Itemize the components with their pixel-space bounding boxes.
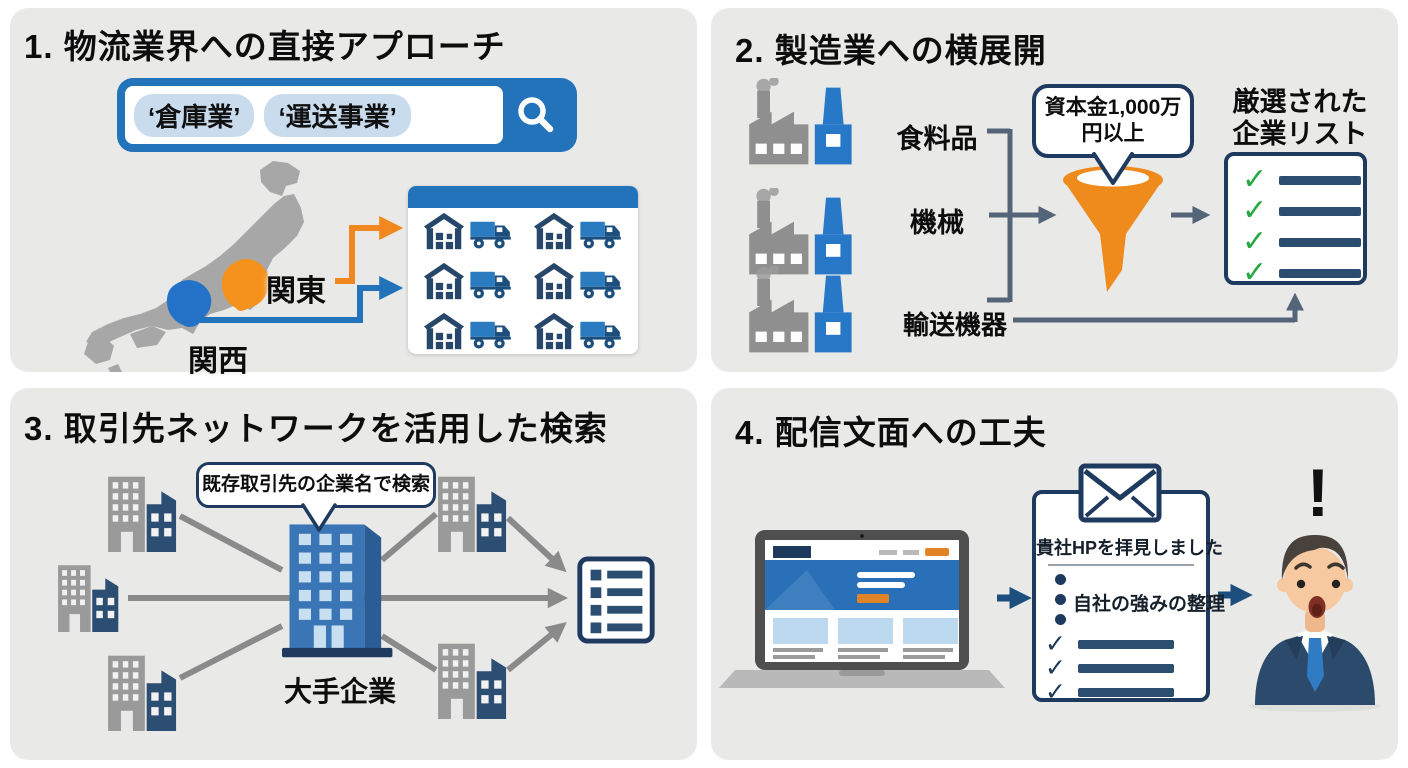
doc-check-row: ✓ [1045,632,1174,657]
building-pair-icon [108,476,177,552]
factory-label-transport: 輸送機器 [902,310,1007,340]
check-icon: ✓ [1045,630,1066,658]
bubble-line2: 円以上 [1081,122,1145,145]
list-row: ✓ [1242,256,1362,289]
list-row: ✓ [1242,194,1362,227]
panel-message-copy-improvement: 4. 配信文面への工夫 貴社HPを拝見しました 自社の強みの整理 ✓ ✓ ✓ ! [711,388,1398,760]
panel4-title: 4. 配信文面への工夫 [735,414,1047,451]
doc-check-row: ✓ [1045,656,1174,681]
curated-list-card [1224,152,1367,285]
list-line [1279,175,1362,185]
panel-logistics-direct-approach: 1. 物流業界への直接アプローチ ‘倉庫業’ ‘運送事業’ 関東 関西 [10,8,697,378]
doc-heading: 貴社HPを拝見しました [1036,538,1224,558]
panel-partner-network-search: 3. 取引先ネットワークを活用した検索 既存取引先の企業名で検索 大手企業 [10,388,697,760]
panel-manufacturing-expansion: 2. 製造業への横展開 食料品 機械 輸送機器 資本金1,000万 円以上 厳選… [711,8,1398,372]
factory-label-food: 食料品 [896,124,978,154]
factory-label-machinery: 機械 [910,208,964,238]
kanto-region-highlight [222,259,269,311]
building-pair-icon [108,655,177,731]
surprised-businessman [1249,535,1381,712]
panel3-title: 3. 取引先ネットワークを活用した検索 [24,410,608,447]
check-icon: ✓ [1045,654,1066,682]
kanto-label: 関東 [266,275,326,308]
curated-list-title: 厳選された 企業リスト [1232,87,1368,150]
kansai-label: 関西 [188,345,248,378]
doc-line [1077,640,1174,649]
laptop-icon [719,530,1005,688]
doc-line [1077,688,1174,697]
check-icon: ✓ [1242,225,1268,258]
search-chip-transport: ‘運送事業’ [264,93,411,137]
doc-check-row: ✓ [1045,680,1174,705]
building-pair-icon [438,476,507,552]
result-list-icon [580,559,652,641]
shikoku-region [130,326,166,348]
list-row: ✓ [1242,163,1362,196]
results-card-header [408,186,638,208]
capital-filter-bubble: 資本金1,000万 円以上 [1032,84,1194,158]
check-icon: ✓ [1242,256,1268,289]
bullet-dot [1055,594,1066,605]
search-field: ‘倉庫業’ ‘運送事業’ [125,86,503,144]
building-pair-icon [58,565,119,632]
funnel-icon [1063,166,1163,292]
doc-point: 自社の強みの整理 [1073,594,1226,615]
factory-icon-food [749,78,852,165]
existing-partner-search-bubble: 既存取引先の企業名で検索 [196,462,436,508]
search-results-card [408,186,638,354]
kansai-region-highlight [166,280,212,328]
list-line [1279,206,1362,216]
factory-icons [749,78,852,353]
list-row: ✓ [1242,225,1362,258]
factory-icon-transport [749,266,852,353]
kyushu-island-small [108,364,122,372]
check-icon: ✓ [1045,678,1066,706]
panel2-title: 2. 製造業への横展開 [735,32,1047,69]
panel1-title: 1. 物流業界への直接アプローチ [24,28,506,65]
hub-company-label: 大手企業 [283,676,396,707]
kyushu-region [84,336,114,364]
doc-line [1077,664,1174,673]
kanto-to-results-arrow [335,216,404,284]
building-pair-icon [438,643,507,719]
bottom-arrow-to-list [506,622,567,673]
check-icon: ✓ [1242,194,1268,227]
search-chip-warehouse: ‘倉庫業’ [134,93,255,137]
hub-company-building-icon [282,524,393,658]
factory-icon-machinery [749,188,852,275]
hokkaido-region [260,161,300,196]
doc-divider [1048,564,1194,566]
list-line [1279,237,1362,247]
top-arrow-to-list [505,515,567,573]
exclamation-mark: ! [1306,455,1330,531]
bullet-dot [1055,574,1066,585]
list-line [1279,268,1362,278]
search-bar: ‘倉庫業’ ‘運送事業’ [117,78,577,152]
bubble-line1: 資本金1,000万 [1044,95,1182,119]
search-icon [503,95,569,135]
network-arrows [128,511,569,681]
bullet-dot [1055,614,1066,625]
check-icon: ✓ [1242,163,1268,196]
